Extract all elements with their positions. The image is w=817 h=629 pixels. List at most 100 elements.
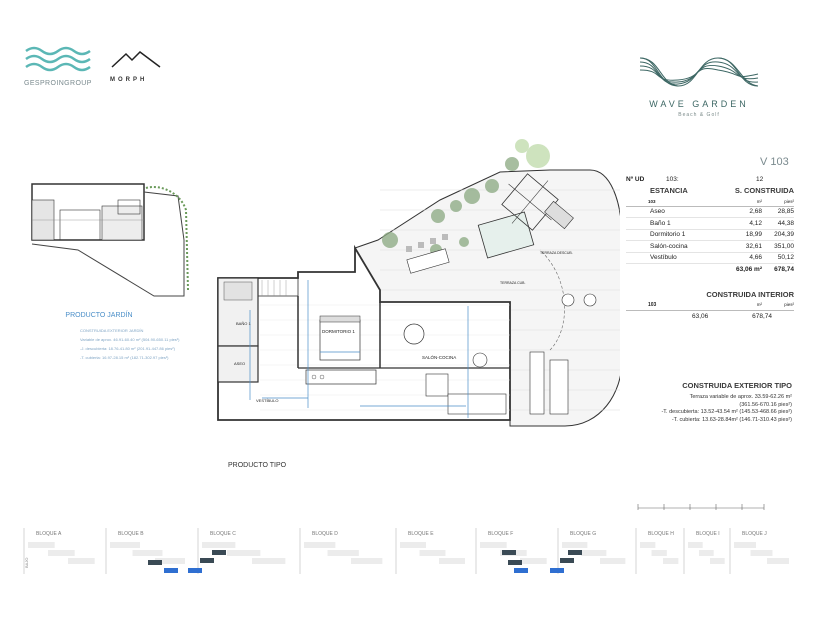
- nud-count: 12: [756, 175, 764, 183]
- bloque-unit: [767, 558, 789, 564]
- bloque-unit: [68, 558, 95, 564]
- bloque-label: BLOQUE E: [408, 531, 434, 537]
- bloque-unit: [110, 542, 140, 548]
- area-row-name: Salón-cocina: [650, 242, 688, 250]
- area-row-m2: 2,68: [749, 208, 762, 216]
- scale-bar: [637, 504, 765, 510]
- bloque-unit: [663, 558, 679, 564]
- interior-pies: 678,74: [752, 312, 772, 320]
- bloque-unit: [750, 550, 773, 556]
- waves-logo-icon: [25, 46, 91, 72]
- bloque-unit: [480, 542, 507, 548]
- bloque-unit: [304, 542, 336, 548]
- nud-value: 103:: [666, 175, 679, 183]
- exterior-block: CONSTRUIDA EXTERIOR TIPO Terraza variabl…: [620, 382, 792, 425]
- bloque-unit: [351, 558, 383, 564]
- bloques-strip: BAJO: [23, 528, 789, 574]
- exterior-title: CONSTRUIDA EXTERIOR TIPO: [682, 381, 792, 390]
- nud-label: Nº UD: [626, 175, 645, 183]
- area-row-pies: 50,12: [777, 254, 794, 262]
- bloque-label: BLOQUE G: [570, 531, 597, 537]
- bloque-unit: [327, 550, 359, 556]
- label-vestibulo: VESTÍBULO: [256, 398, 278, 403]
- jardin-line2: -J. descubierta: 18.76-41.80 m² (201.91-…: [80, 346, 175, 351]
- bloque-label: BLOQUE J: [742, 531, 767, 537]
- bloque-unit: [651, 550, 667, 556]
- key-plan-jardin: [31, 183, 189, 297]
- area-row-name: Vestíbulo: [650, 254, 677, 262]
- bloque-unit: [132, 550, 163, 556]
- interior-title: CONSTRUIDA INTERIOR: [706, 289, 794, 299]
- total-pies: 678,74: [774, 266, 794, 273]
- area-row-name: Aseo: [650, 208, 665, 216]
- bloque-unit: [227, 550, 261, 556]
- unit-code: V 103: [760, 156, 789, 168]
- bloque-unit: [252, 558, 286, 564]
- unit-pies: pies²: [784, 198, 794, 204]
- exterior-line4: -T. cubierta: 13.63-28.84m² (146.71-310.…: [671, 417, 792, 424]
- jardin-line1: Variable de aprox. 46.91-60.40 m² (504.9…: [80, 337, 180, 342]
- bloque-label: BLOQUE B: [118, 531, 144, 537]
- col-construida: S. CONSTRUIDA: [734, 186, 794, 195]
- svg-text:BAJO: BAJO: [24, 558, 29, 568]
- area-row: Dormitorio 1 18,99 204,39: [626, 230, 794, 241]
- total-m2: 63,06 m²: [735, 266, 762, 273]
- area-row-pies: 204,39: [774, 231, 794, 239]
- interior-m2: 63,06: [692, 312, 709, 320]
- bloque-unit: [688, 542, 703, 548]
- label-aseo: ASEO: [234, 361, 245, 366]
- highlighted-unit: [550, 568, 564, 573]
- exterior-line2: (361.56-670.16 pies²): [739, 401, 792, 408]
- bloque-unit: [710, 558, 725, 564]
- producto-tipo-title: PRODUCTO TIPO: [228, 462, 287, 469]
- area-row-pies: 28,85: [777, 208, 794, 216]
- bloque-unit: [400, 542, 426, 548]
- floor-plan: DORMITORIO 1 SALÓN-COCINA BAÑO 1 ASEO VE…: [217, 139, 620, 427]
- highlighted-unit: [568, 550, 582, 555]
- mountain-logo-icon: [111, 51, 161, 68]
- jardin-sub: CONSTRUIDA EXTERIOR JARDÍN: [80, 328, 144, 333]
- label-terraza-desc: TERRAZA DESCUB.: [540, 251, 573, 255]
- jardin-caption: CONSTRUIDA EXTERIOR JARDÍN Variable de a…: [80, 326, 179, 362]
- gesproin-logo: GESPROINGROUP: [24, 45, 92, 87]
- exterior-line3: -T. descubierta: 13.52-43.54 m² (145.53-…: [661, 409, 792, 416]
- wave-garden-title: WAVE GARDEN: [649, 99, 749, 109]
- area-row-name: Dormitorio 1: [650, 231, 686, 239]
- unit-m2: m²: [756, 198, 762, 204]
- bloque-label: BLOQUE I: [696, 531, 720, 537]
- area-row-name: Baño 1: [650, 219, 671, 227]
- area-row: Aseo 2,68 28,85: [626, 207, 794, 218]
- wave-garden-logo: WAVE GARDEN Beach & Golf: [638, 56, 760, 118]
- highlighted-unit: [560, 558, 574, 563]
- label-bano: BAÑO 1: [236, 321, 251, 326]
- row-id: 103: [648, 198, 656, 204]
- bloque-unit: [581, 550, 607, 556]
- bloque-unit: [600, 558, 626, 564]
- area-row-m2: 18,99: [745, 231, 762, 239]
- morph-name: MORPH: [110, 77, 148, 83]
- label-terraza-cub: TERRAZA CUB.: [500, 281, 526, 285]
- wave-garden-emblem-icon: [639, 57, 759, 87]
- bloque-unit: [48, 550, 75, 556]
- bloque-unit: [640, 542, 656, 548]
- bloque-unit: [734, 542, 756, 548]
- area-row-pies: 351,00: [774, 242, 794, 250]
- bloque-unit: [202, 542, 236, 548]
- bloque-unit: [28, 542, 55, 548]
- highlighted-unit: [188, 568, 202, 573]
- bloque-unit: [520, 558, 547, 564]
- bloque-unit: [419, 550, 446, 556]
- area-row-pies: 44,38: [777, 219, 794, 227]
- morph-logo: MORPH: [110, 50, 162, 83]
- bloque-unit: [562, 542, 588, 548]
- bloque-unit: [439, 558, 465, 564]
- bloque-label: BLOQUE A: [36, 531, 62, 537]
- highlighted-unit: [508, 560, 522, 565]
- gesproin-name: GESPROINGROUP: [24, 80, 92, 87]
- label-salon: SALÓN-COCINA: [422, 354, 456, 360]
- highlighted-unit: [502, 550, 516, 555]
- interior-id: 103: [648, 301, 657, 308]
- jardin-line3: -T. cubierta: 16.97-28.15 m² (182.71-302…: [80, 355, 169, 360]
